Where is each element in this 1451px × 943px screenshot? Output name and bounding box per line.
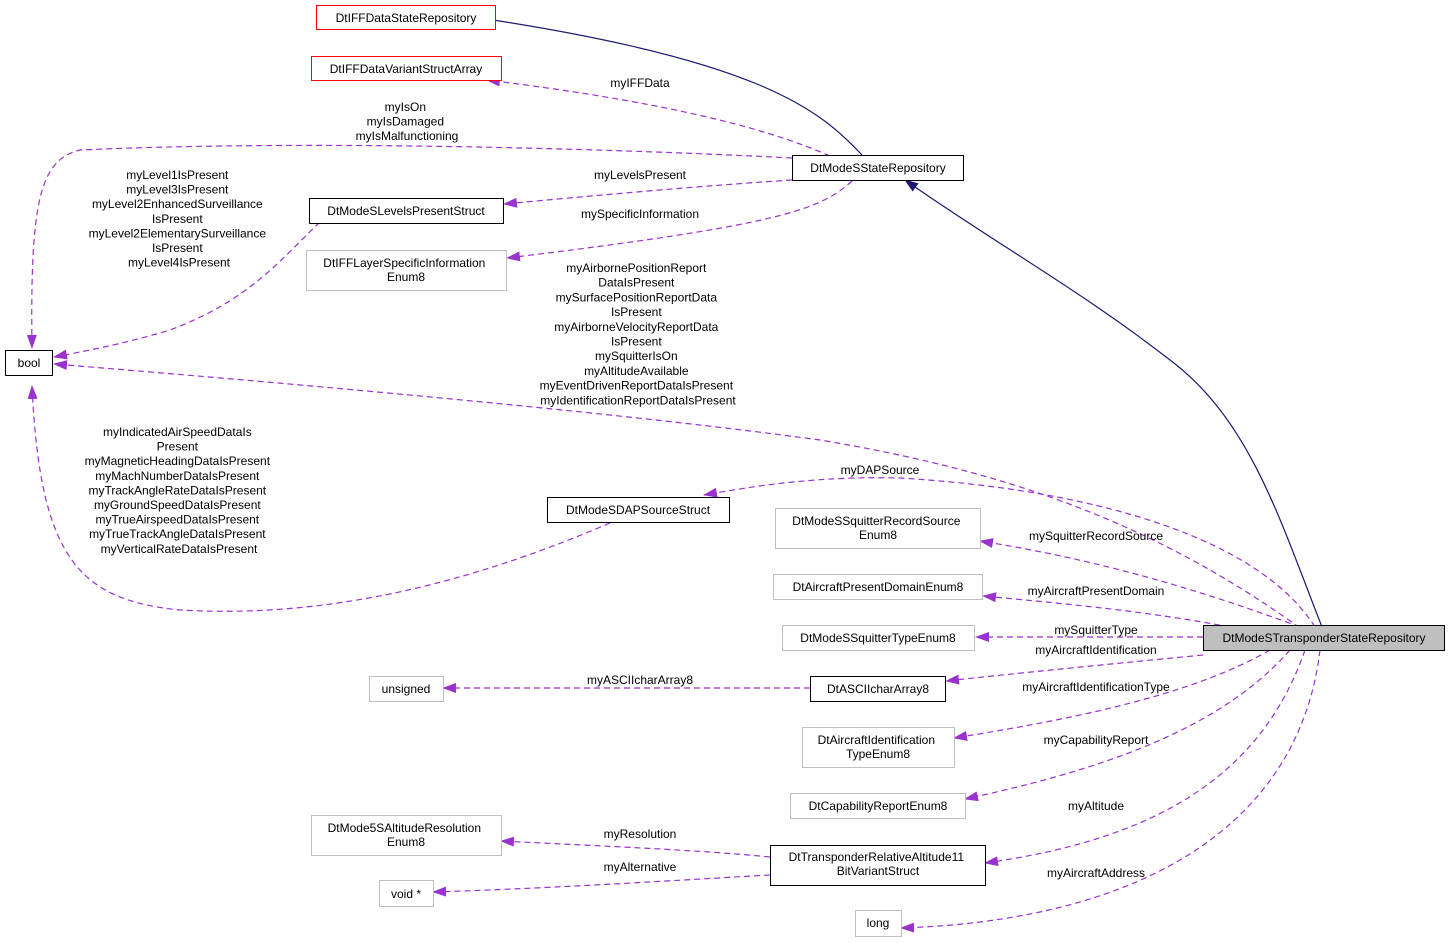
node-aircraft-present-domain-enum8[interactable]: DtAircraftPresentDomainEnum8 [773, 574, 983, 600]
node-aircraft-identification-type-enum8[interactable]: DtAircraftIdentification TypeEnum8 [802, 727, 955, 768]
node-label: DtIFFDataVariantStructArray [330, 62, 482, 76]
edge-aircraft-identification [945, 654, 1204, 685]
node-transponder-state-repository[interactable]: DtModeSTransponderStateRepository [1203, 625, 1445, 651]
node-capability-report-enum8[interactable]: DtCapabilityReportEnum8 [790, 793, 966, 819]
edge-label-capability-report: myCapabilityReport [1044, 733, 1149, 747]
edge-label-squitter-type: mySquitterType [1054, 623, 1138, 637]
edge-dap-bools [27, 385, 611, 612]
edge-capability-report [964, 649, 1291, 802]
edges [26, 14, 1323, 933]
node-label: DtAircraftPresentDomainEnum8 [793, 580, 964, 594]
edge-levels-present [503, 179, 793, 208]
node-label: unsigned [382, 682, 431, 696]
node-mode-s-state-repository[interactable]: DtModeSStateRepository [792, 155, 964, 181]
node-label: DtModeSTransponderStateRepository [1223, 631, 1426, 645]
edge-label-specific-information: mySpecificInformation [581, 207, 699, 221]
edge-label-levels-present: myLevelsPresent [594, 168, 687, 182]
edge-altitude [984, 649, 1306, 867]
node-label: DtASCIIcharArray8 [827, 682, 929, 696]
node-label: DtModeSStateRepository [810, 161, 945, 175]
edge-label-squitter-record-source: mySquitterRecordSource [1029, 529, 1163, 543]
edge-label-state-bools: myIsOn myIsDamaged myIsMalfunctioning [356, 100, 459, 143]
node-mode-s-dap-source-struct[interactable]: DtModeSDAPSourceStruct [547, 497, 730, 523]
node-squitter-type-enum8[interactable]: DtModeSSquitterTypeEnum8 [782, 625, 975, 651]
node-label: DtAircraftIdentification TypeEnum8 [818, 733, 939, 761]
edge-label-aircraft-present-domain: myAircraftPresentDomain [1028, 584, 1165, 598]
node-label: DtTransponderRelativeAltitude11 BitVaria… [789, 850, 968, 878]
node-long[interactable]: long [855, 910, 902, 937]
edge-labels: myIFFData myIsOn myIsDamaged myIsMalfunc… [85, 76, 1170, 880]
edge-label-levels-bools: myLevel1IsPresent myLevel3IsPresent myLe… [89, 168, 270, 270]
edge-state-bools [26, 144, 793, 349]
edge-label-transponder-bools: myAirbornePositionReport DataIsPresent m… [540, 261, 737, 407]
edge-aircraft-identification-type [953, 649, 1271, 741]
node-label: DtModeSSquitterTypeEnum8 [800, 631, 956, 645]
node-squitter-record-source-enum8[interactable]: DtModeSSquitterRecordSource Enum8 [775, 508, 981, 549]
node-iff-data-variant-struct-array[interactable]: DtIFFDataVariantStructArray [311, 56, 502, 81]
node-label: DtIFFLayerSpecificInformation Enum8 [323, 256, 488, 284]
node-iff-layer-specific-info-enum8[interactable]: DtIFFLayerSpecificInformation Enum8 [306, 250, 507, 291]
node-label: DtCapabilityReportEnum8 [809, 799, 948, 813]
edge-label-aircraft-address: myAircraftAddress [1047, 866, 1145, 880]
node-label: DtModeSDAPSourceStruct [566, 503, 711, 517]
edge-aircraft-present-domain [982, 592, 1231, 628]
node-iff-data-state-repository[interactable]: DtIFFDataStateRepository [316, 5, 496, 30]
edge-label-aircraft-identification-type: myAircraftIdentificationType [1022, 680, 1170, 694]
node-bool[interactable]: bool [5, 350, 53, 376]
node-label: bool [18, 356, 41, 370]
edge-label-alternative: myAlternative [604, 860, 677, 874]
edge-label-aircraft-identification: myAircraftIdentification [1035, 643, 1156, 657]
edge-resolution [500, 836, 771, 858]
node-void-ptr[interactable]: void * [379, 880, 434, 907]
node-label: long [867, 916, 890, 930]
node-altitude-resolution-enum8[interactable]: DtMode5SAltitudeResolution Enum8 [311, 815, 502, 856]
node-label: DtModeSSquitterRecordSource Enum8 [792, 514, 963, 542]
nodes: DtIFFDataStateRepository DtIFFDataVarian… [5, 5, 1445, 937]
edge-alternative [432, 874, 771, 897]
node-mode-s-levels-present-struct[interactable]: DtModeSLevelsPresentStruct [309, 198, 504, 224]
node-ascii-char-array8[interactable]: DtASCIIcharArray8 [810, 676, 946, 702]
node-label: DtIFFDataStateRepository [336, 11, 477, 25]
node-label: DtModeSLevelsPresentStruct [327, 204, 485, 218]
inheritance-edge-transponder-to-state [904, 179, 1323, 628]
node-label: void * [391, 887, 421, 901]
edge-levels-bools [53, 221, 321, 360]
edge-aircraft-address [900, 649, 1321, 933]
edge-squitter-record-source [979, 538, 1301, 628]
inheritance-edge-state-to-iff [479, 14, 863, 156]
node-unsigned[interactable]: unsigned [369, 676, 444, 702]
edge-label-dap-bools: myIndicatedAirSpeedDataIs Present myMagn… [85, 425, 274, 556]
edge-label-my-iff-data: myIFFData [610, 76, 670, 90]
edge-dap-source [703, 477, 1316, 628]
edge-label-resolution: myResolution [604, 827, 677, 841]
edge-label-dap-source: myDAPSource [841, 463, 920, 477]
node-label: DtMode5SAltitudeResolution Enum8 [328, 821, 485, 849]
edge-iff-data [486, 76, 831, 157]
edge-specific-information [506, 180, 853, 262]
edge-label-ascii-char-array8: myASCIIcharArray8 [587, 673, 693, 687]
edge-label-altitude: myAltitude [1068, 799, 1124, 813]
edge-transponder-bools [53, 360, 1301, 629]
node-transponder-relative-altitude[interactable]: DtTransponderRelativeAltitude11 BitVaria… [770, 845, 986, 886]
